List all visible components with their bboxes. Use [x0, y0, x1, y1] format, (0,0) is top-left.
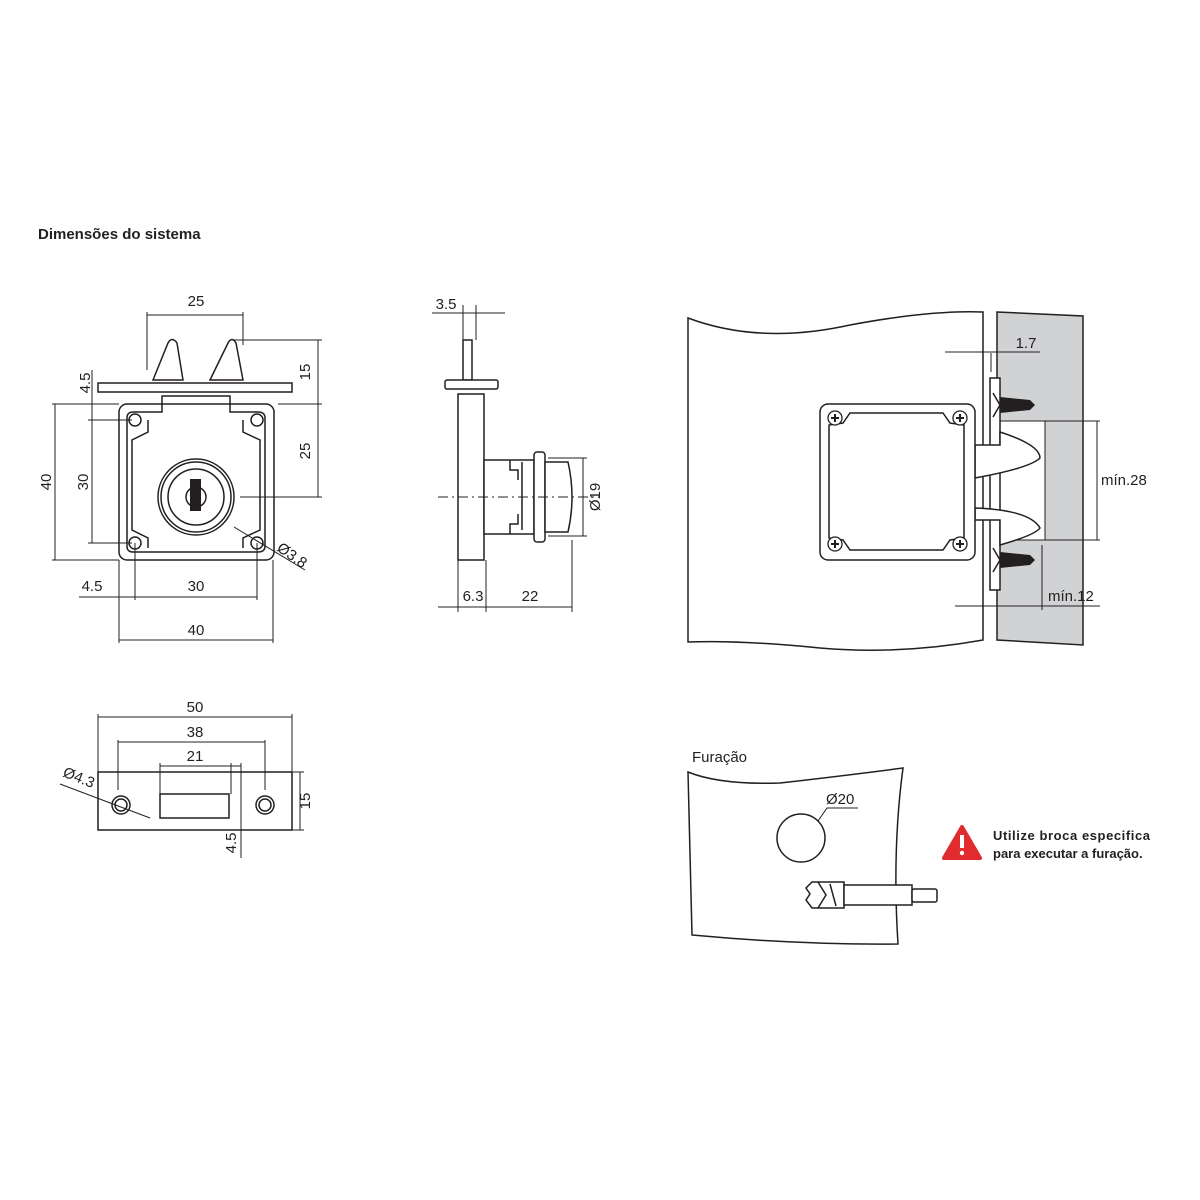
- dim-label: mín.28: [1101, 472, 1147, 489]
- warning-note: Utilize broca especifica para executar a…: [942, 825, 1151, 861]
- dim-label: 25: [188, 293, 205, 310]
- front-view: 25 15 25 4.5 30 40 4.5 30 40 Ø3.8: [38, 293, 322, 643]
- latch-plate: [97, 382, 293, 393]
- dim-label: Ø3.8: [274, 539, 310, 572]
- dim-label: 4.5: [223, 833, 240, 854]
- dim-label: Ø20: [826, 791, 854, 808]
- latch-wing: [208, 338, 244, 381]
- side-view: 3.5 Ø19 6.3 22: [432, 296, 604, 612]
- dim-label: 6.3: [463, 588, 484, 605]
- dim-label: 38: [187, 724, 204, 741]
- dim-label: 3.5: [436, 296, 457, 313]
- section-label: Furação: [692, 749, 747, 766]
- dim-label: 21: [187, 748, 204, 765]
- dim-label: 25: [297, 443, 314, 460]
- screw-head-icon: [827, 410, 968, 552]
- drilling-section: Furação Ø20: [687, 749, 938, 945]
- dim-label: mín.12: [1048, 588, 1094, 605]
- dim-label: 30: [188, 578, 205, 595]
- dim-label: 22: [522, 588, 539, 605]
- screw-icon: [992, 547, 1035, 573]
- dim-label: Ø4.3: [61, 764, 98, 792]
- page-title: Dimensões do sistema: [38, 226, 201, 243]
- dim-label: 40: [38, 474, 55, 491]
- installation-view: 1.7 mín.28 mín.12: [687, 311, 1147, 651]
- dim-label: 15: [297, 793, 314, 810]
- warning-icon: [942, 825, 982, 860]
- keyhole-icon: [190, 479, 201, 511]
- warning-text: para executar a furação.: [993, 846, 1143, 861]
- forstner-drill-bit-icon: [805, 881, 938, 909]
- dim-label: 4.5: [77, 373, 94, 394]
- dim-label: 4.5: [82, 578, 103, 595]
- key-cylinder: [157, 458, 235, 536]
- dim-label: Ø19: [587, 483, 604, 511]
- strike-plate: 50 38 21 15 Ø4.3 4.5: [59, 699, 314, 858]
- door-panel: [687, 767, 904, 945]
- screw-icon: [992, 392, 1035, 418]
- dim-label: 30: [75, 474, 92, 491]
- dim-label: 40: [188, 622, 205, 639]
- dim-label: 1.7: [1016, 335, 1037, 352]
- dim-label: 15: [297, 364, 314, 381]
- latch-wing: [151, 338, 184, 381]
- warning-text: Utilize broca especifica: [993, 828, 1151, 843]
- lock-body: [819, 403, 976, 561]
- drill-hole: [776, 813, 826, 863]
- dim-label: 50: [187, 699, 204, 716]
